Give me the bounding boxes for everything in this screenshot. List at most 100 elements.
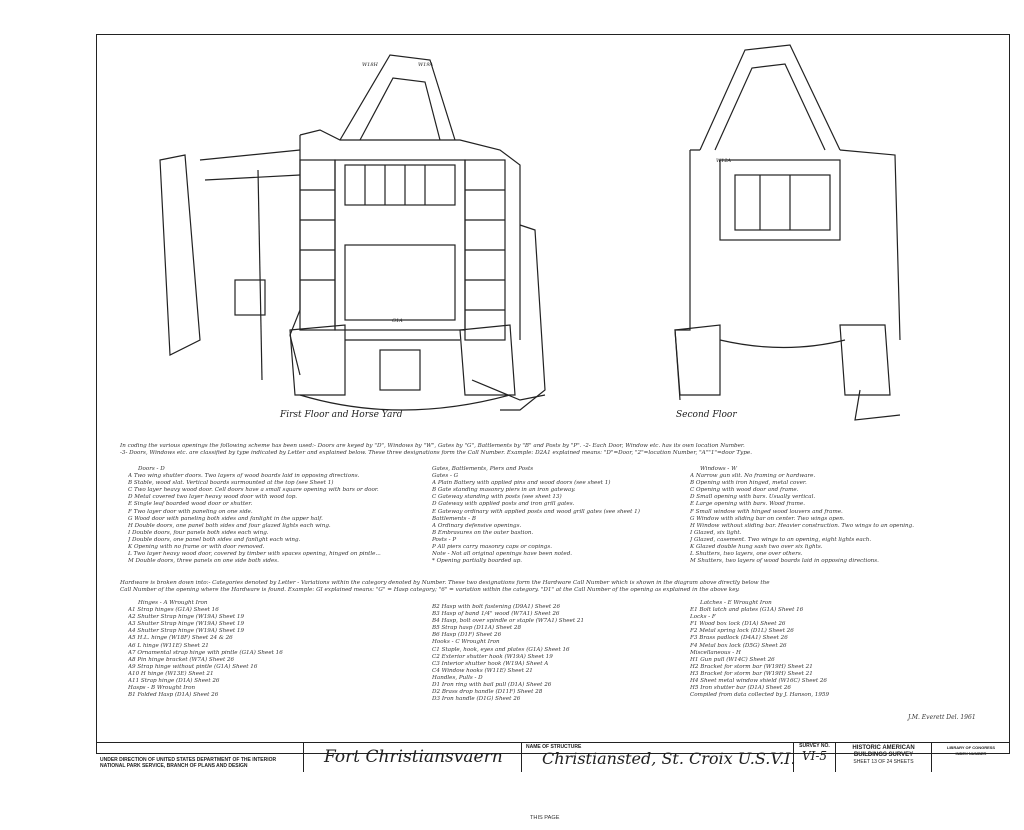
hardware-hasps-hooks: B2 Hasp with bolt fastening (D9A1) Sheet…	[432, 604, 682, 703]
legend-entry: B3 Hasp of band 1/4" wood (W7A1) Sheet 2…	[432, 611, 560, 618]
section-heading: Windows - W	[700, 466, 737, 472]
section-subheading: Posts - P	[432, 536, 457, 543]
agency-cell: UNDER DIRECTION OF UNITED STATES DEPARTM…	[96, 743, 304, 772]
legend-entry: E1 Bolt latch and plates (G1A) Sheet 16	[690, 607, 804, 614]
legend-entry: D3 Iron handle (D1G) Sheet 26	[432, 696, 521, 703]
second-floor-caption: Second Floor	[676, 410, 737, 420]
section-heading: Latches - E Wrought Iron	[700, 600, 772, 606]
legend-entry: M Shutters, two layers of wood boards la…	[690, 558, 879, 565]
legend-entry: E Single leaf boarded wood door or shutt…	[128, 501, 253, 508]
legend-entry: B6 Hasp (D1F) Sheet 26	[432, 632, 502, 639]
legend-entry: B Gate standing masonry piers in an iron…	[432, 487, 576, 494]
coding-intro: In coding the various openings the follo…	[120, 443, 752, 457]
habs-cell: HISTORIC AMERICAN BUILDINGS SURVEY SHEET…	[836, 743, 932, 772]
legend-entry: Miscellaneous - H	[690, 649, 741, 656]
name-of-structure-label: NAME OF STRUCTURE	[526, 744, 582, 750]
legend-entry: A8 Pin hinge bracket (W7A) Sheet 26	[128, 656, 235, 663]
legend-entry: J Double doors, one panel both sides and…	[128, 536, 301, 543]
legend-entry: E Large opening with bars. Wood frame.	[690, 501, 806, 508]
legend-entry: H2 Bracket for storm bar (W19H) Sheet 21	[690, 663, 813, 670]
sheet-number: SHEET 13 OF 24 SHEETS	[853, 759, 914, 765]
legend-entry: A2 Shutter Strap hinge (W19A) Sheet 19	[128, 614, 245, 621]
location: Christiansted, St. Croix U.S.V.I.	[542, 749, 796, 768]
legend-entry: D1 Iron ring with bail pull (D1A) Sheet …	[432, 682, 552, 689]
legend-entry: Compiled from data collected by J. Hanso…	[690, 692, 830, 699]
legend-entry: Note - Not all original openings have be…	[432, 551, 573, 558]
hardware-list: B2 Hasp with bolt fastening (D9A1) Sheet…	[432, 604, 682, 703]
legend-entry: Locks - F	[690, 614, 716, 621]
structure-name: Fort Christiansvaern	[324, 747, 503, 767]
legend-entry: A Plain Battery with applied pins and wo…	[432, 480, 611, 487]
legend-entry: K Opening with no frame or with door rem…	[128, 544, 265, 551]
legend-entry: L Two layer heavy wood door, covered by …	[128, 551, 381, 558]
legend-entry: B Embrasures on the outer bastion.	[432, 529, 534, 536]
legend-entry: D2 Brass drop handle (D11F) Sheet 28	[432, 689, 543, 696]
room-label: G1A	[392, 318, 403, 324]
section-heading: Doors - D	[138, 466, 165, 472]
section-heading: Hinges - A Wrought Iron	[138, 600, 208, 606]
doors-legend: Doors - D A Two wing shutter doors. Two …	[128, 466, 423, 565]
legend-entry: C1 Staple, hook, eyes and plates (G1A) S…	[432, 646, 570, 653]
legend-entry: * Opening partially boarded up.	[432, 558, 523, 565]
room-label: W18H	[362, 62, 378, 68]
legend-entry: F2 Metal spring lock (D1L) Sheet 26	[690, 628, 794, 635]
legend-entry: F Two layer door with paneling on one si…	[128, 508, 253, 515]
legend-entry: G Wood door with paneling both sides and…	[128, 515, 323, 522]
legend-entry: I Double doors, four panels both sides e…	[128, 529, 269, 536]
legend-entry: A Narrow gun slit. No framing or hardwar…	[690, 473, 816, 480]
legend-entry: C2 Exterior shutter hook (W19A) Sheet 19	[432, 653, 553, 660]
legend-entry: B5 Strap hasp (D11A) Sheet 28	[432, 625, 522, 632]
agency-line: UNDER DIRECTION OF UNITED STATES DEPARTM…	[100, 757, 277, 763]
first-floor-plan	[159, 54, 546, 411]
legend-entry: A1 Strap hinges (G1A) Sheet 16	[128, 607, 219, 614]
legend-entry: C Gateway standing with posts (see sheet…	[432, 494, 562, 501]
below-frame-label: THIS PAGE	[530, 815, 560, 821]
windows-list: A Narrow gun slit. No framing or hardwar…	[690, 473, 990, 565]
legend-entry: D Gateway with applied posts and iron gr…	[432, 501, 575, 508]
title-block: UNDER DIRECTION OF UNITED STATES DEPARTM…	[96, 742, 1010, 772]
legend-entry: A7 Ornamental strap hinge with pintle (G…	[128, 649, 283, 656]
legend-entry: A Ordinary defensive openings.	[432, 522, 522, 529]
room-label: W12A	[716, 158, 732, 164]
structure-cell: Fort Christiansvaern	[304, 743, 522, 772]
room-label: W19A	[418, 62, 434, 68]
intro-line: -3- Doors, Windows etc. are classified b…	[120, 450, 752, 457]
section-subheading: Gates - G	[432, 473, 459, 480]
library-line: INDEX NUMBER	[955, 751, 987, 756]
legend-entry: F1 Wood box lock (D1A) Sheet 26	[690, 621, 786, 628]
gates-list: A Plain Battery with applied pins and wo…	[432, 480, 682, 515]
hardware-intro: Hardware is broken down into:- Categorie…	[120, 580, 770, 594]
legend-entry: H Window without sliding bar. Heavier co…	[690, 522, 914, 529]
drawing-frame	[96, 34, 1010, 754]
library-line: LIBRARY OF CONGRESS	[946, 745, 996, 750]
legend-entry: Hooks - C Wrought Iron	[432, 639, 500, 646]
legend-entry: L Shutters, two layers, one over others.	[690, 551, 803, 558]
posts-list: P All piers carry masonry caps or coping…	[432, 544, 682, 565]
legend-entry: B Opening with iron hinged, metal cover.	[690, 480, 807, 487]
legend-entry: B1 Folded Hasp (D1A) Sheet 26	[128, 692, 219, 699]
legend-entry: C Two layer heavy wood door. Cell doors …	[128, 487, 379, 494]
intro-line: In coding the various openings the follo…	[120, 443, 745, 449]
legend-entry: B2 Hasp with bolt fastening (D9A1) Sheet…	[432, 604, 561, 610]
legend-entry: D Metal covered two layer heavy wood doo…	[128, 494, 298, 501]
legend-entry: K Glazed double hung sash two over six l…	[690, 544, 823, 551]
second-floor-plan	[674, 44, 901, 421]
legend-entry: J Glazed, casement. Two wings to an open…	[690, 536, 872, 543]
legend-entry: H5 Iron shutter bar (D1A) Sheet 26	[690, 685, 791, 692]
legend-entry: H1 Gun pull (W14C) Sheet 26	[690, 656, 775, 663]
survey-no-label: SURVEY NO.	[799, 743, 830, 749]
doors-list: A Two wing shutter doors. Two layers of …	[128, 473, 423, 565]
legend-entry: H3 Bracket for storm bar (W19H) Sheet 21	[690, 670, 813, 677]
legend-entry: M Double doors, three panels on one side…	[128, 558, 279, 565]
legend-entry: Hasps - B Wrought Iron	[128, 685, 196, 692]
legend-entry: F Small window with hinged wood louvers …	[690, 508, 843, 515]
agency-line: NATIONAL PARK SERVICE, BRANCH OF PLANS A…	[100, 763, 248, 769]
legend-entry: C3 Interior shutter hook (W19A) Sheet A	[432, 660, 549, 667]
legend-entry: A10 H hinge (W13E) Sheet 21	[128, 670, 214, 677]
survey-cell: SURVEY NO. VI-5	[794, 743, 836, 772]
legend-entry: Handles, Pulls - D	[432, 674, 483, 681]
library-cell: LIBRARY OF CONGRESS INDEX NUMBER	[932, 743, 1010, 772]
